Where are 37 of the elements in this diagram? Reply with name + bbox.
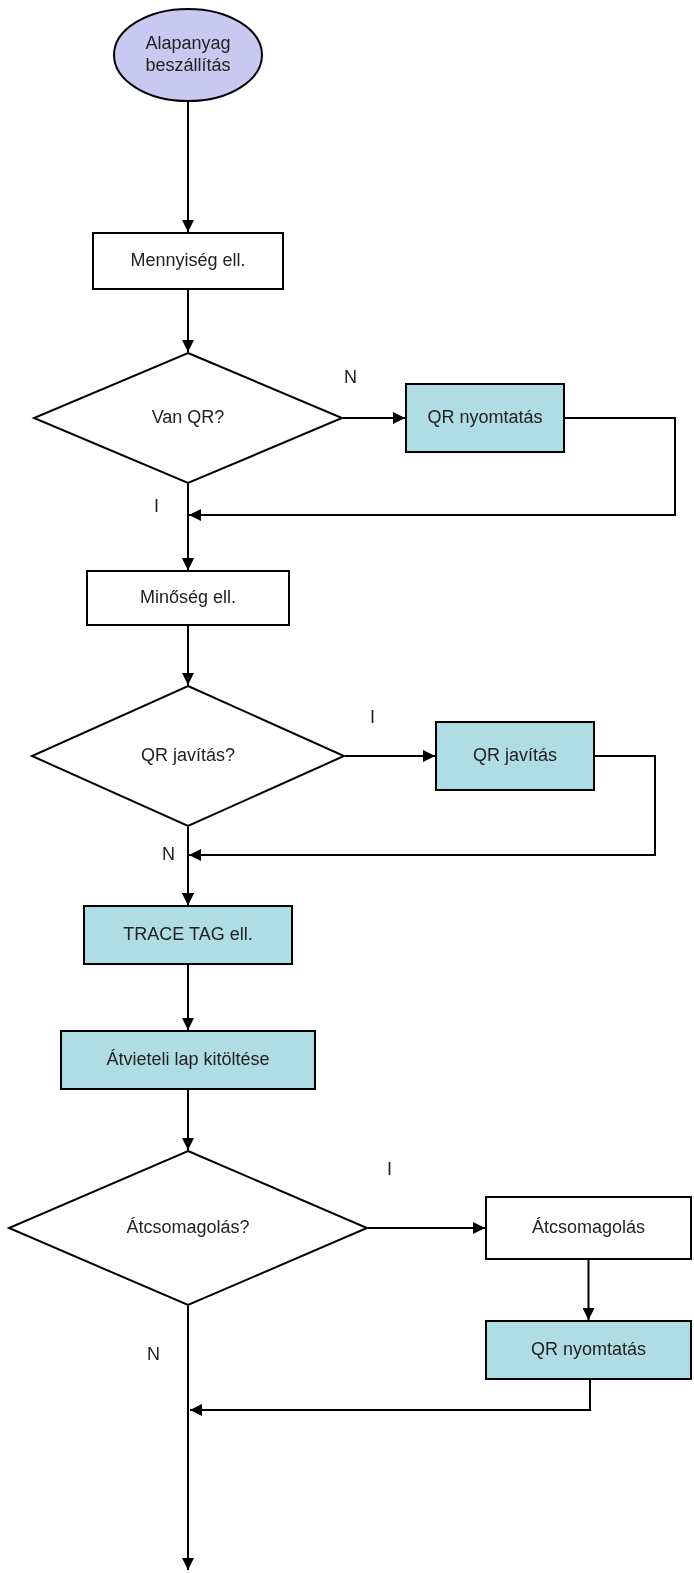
arrow [189, 1379, 591, 1416]
node-label: Van QR? [151, 407, 225, 429]
node-label: Minőség ell. [139, 587, 236, 609]
process-box [485, 1196, 692, 1260]
arrow [344, 750, 436, 762]
process-box [92, 232, 284, 290]
node-label: QR nyomtatás [530, 1339, 646, 1361]
process-box [435, 721, 595, 791]
arrow [182, 101, 194, 233]
node-label: Alapanyag beszállítás [144, 33, 232, 77]
arrow [182, 1089, 194, 1151]
node-label: Átcsomagolás? [126, 1217, 250, 1239]
node-label: QR nyomtatás [427, 407, 543, 429]
node-label: QR javítás [473, 745, 557, 767]
arrow [367, 1222, 486, 1234]
arrow [182, 755, 656, 906]
process-box [485, 1320, 692, 1380]
process-box [405, 383, 565, 453]
node-label: Átcsomagolás [531, 1217, 646, 1239]
arrow [182, 289, 194, 353]
decision-diamond [31, 685, 345, 827]
node-label: Átvieteli lap kitöltése [106, 1049, 270, 1071]
decision-diamond [8, 1150, 368, 1306]
arrow [582, 1259, 595, 1321]
process-box [86, 570, 290, 626]
node-label: TRACE TAG ell. [123, 924, 253, 946]
arrow [182, 1305, 194, 1571]
node-label: QR javítás? [140, 745, 235, 767]
node-label: Mennyiség ell. [130, 250, 246, 272]
process-box [60, 1030, 316, 1090]
arrow [182, 625, 194, 686]
arrow [342, 412, 406, 424]
arrow [182, 964, 194, 1031]
start-ellipse [113, 8, 263, 102]
arrow [182, 417, 676, 571]
decision-diamond [33, 352, 343, 484]
process-box [83, 905, 293, 965]
